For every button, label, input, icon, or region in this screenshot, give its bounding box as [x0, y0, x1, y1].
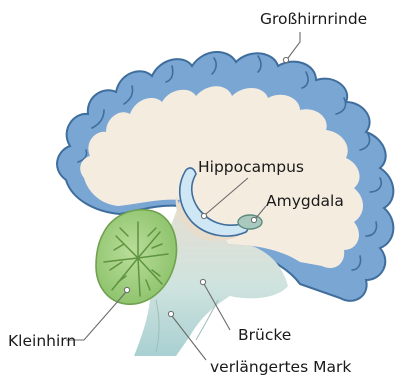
hippocampus-dot — [201, 213, 206, 218]
cortex-dot — [283, 57, 288, 62]
label-pons: Brücke — [238, 326, 291, 344]
medulla-dot — [168, 311, 173, 316]
pons-dot — [200, 279, 205, 284]
amygdala-dot — [251, 217, 256, 222]
amygdala — [238, 215, 262, 229]
label-cortex: Großhirnrinde — [260, 10, 367, 28]
cortex-leader — [288, 32, 300, 58]
label-cerebellum: Kleinhirn — [8, 332, 76, 350]
label-medulla: verlängertes Mark — [210, 358, 351, 376]
cerebellum-dot — [124, 287, 129, 292]
label-hippocampus: Hippocampus — [198, 158, 304, 176]
label-amygdala: Amygdala — [266, 192, 344, 210]
